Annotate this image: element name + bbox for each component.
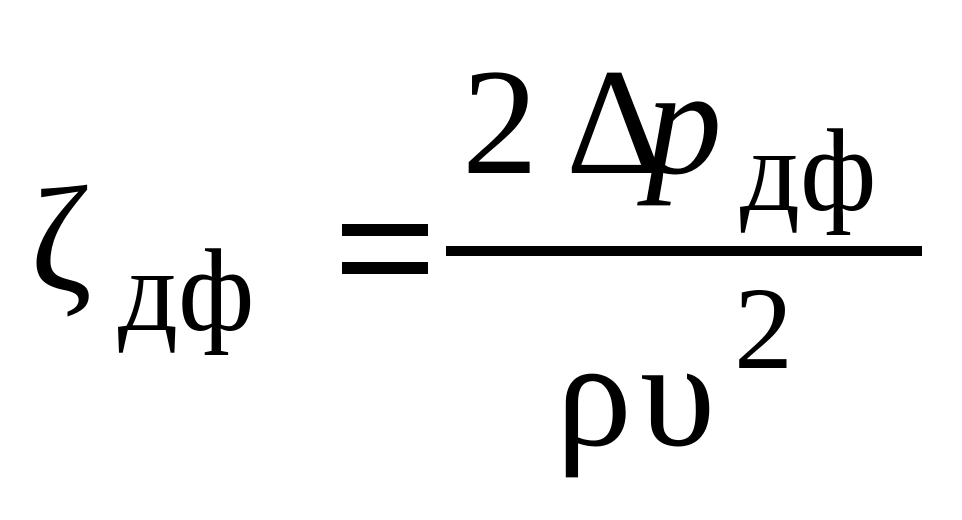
fraction-bar <box>446 246 922 256</box>
denominator-upsilon: υ <box>640 310 716 478</box>
numerator-subscript: дф <box>740 105 877 236</box>
equals-top-stroke <box>342 224 428 236</box>
lhs-zeta-symbol: ζ <box>30 157 93 323</box>
numerator-variable: p <box>646 38 722 206</box>
denominator-rho: ρ <box>556 310 632 478</box>
equals-bottom-stroke <box>342 262 428 274</box>
denominator-exponent: 2 <box>734 263 793 394</box>
numerator-coefficient: 2 <box>462 38 538 206</box>
numerator-delta-symbol: Δ <box>566 38 664 206</box>
lhs-subscript: дф <box>118 225 255 356</box>
